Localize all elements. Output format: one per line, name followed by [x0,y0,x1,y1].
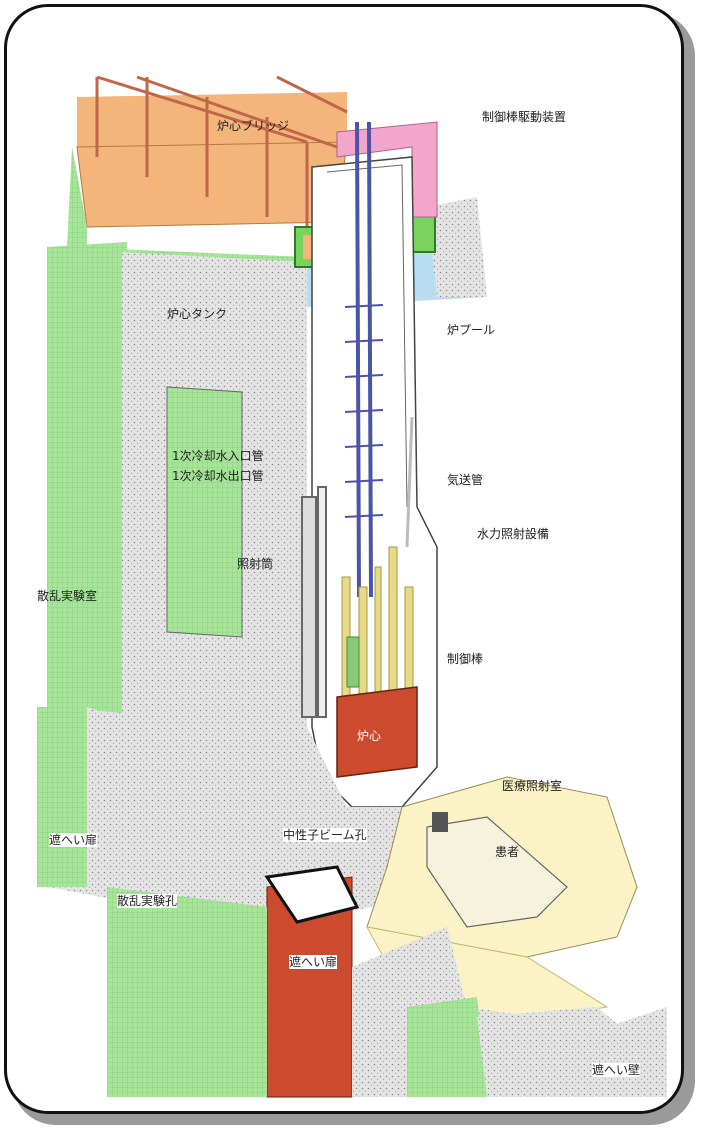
label-coolant-inlet: 1次冷却水入口管 [172,449,264,463]
control-rod-shafts [355,121,373,598]
label-scattering-hole: 散乱実験孔 [117,894,178,908]
label-hydraulic-irradiation: 水力照射設備 [477,527,550,541]
pool-wall-right [427,197,487,297]
label-neutron-beam-hole: 中性子ビーム孔 [283,828,367,842]
label-shield-door-left: 遮へい扉 [49,833,98,847]
coolant-pipes [301,486,327,718]
label-control-rod: 制御棒 [447,652,484,666]
label-reactor-pool: 炉プール [447,323,496,337]
label-control-rod-drive: 制御棒駆動装置 [482,110,567,124]
diagram-frame: 炉心ブリッジ 制御棒駆動装置 炉心タンク 炉プール 1次冷却水入口管 1次冷却水… [4,4,684,1114]
bridge-shadow [67,147,87,267]
label-medical-room: 医療照射室 [502,779,563,793]
shield-door-left-block [37,707,87,887]
label-core: 炉心 [357,729,382,743]
core-block [336,686,418,778]
label-pneumatic-tube: 気送管 [447,473,484,487]
reactor-illustration [37,75,667,1098]
label-core-tank: 炉心タンク [167,307,228,321]
floor-slab [47,707,477,927]
label-patient: 患者 [495,845,520,859]
bridge-railings [95,75,348,227]
label-scattering-room: 散乱実験室 [37,589,98,603]
rod-rings [344,304,384,518]
bridge-top [77,92,347,147]
label-shield-door-bottom: 遮へい扉 [289,955,338,969]
pneumatic-tube-pipe [405,416,414,548]
label-core-bridge: 炉心ブリッジ [217,119,290,133]
label-irradiation-tube: 照射筒 [237,557,274,571]
label-shield-wall: 遮へい壁 [592,1063,641,1077]
label-coolant-outlet: 1次冷却水出口管 [172,469,264,483]
patient-bed [426,816,568,928]
concrete-window [166,386,243,638]
